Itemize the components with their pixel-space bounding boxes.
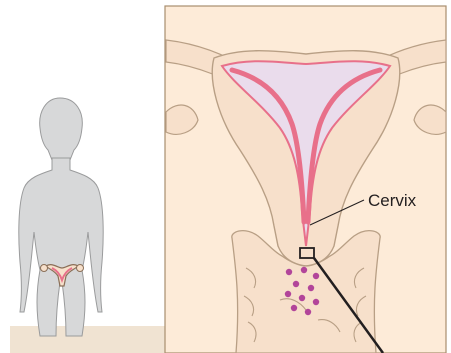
cervix-label: Cervix: [368, 191, 417, 210]
female-silhouette-icon: [19, 98, 103, 336]
ground-band: [10, 326, 165, 353]
